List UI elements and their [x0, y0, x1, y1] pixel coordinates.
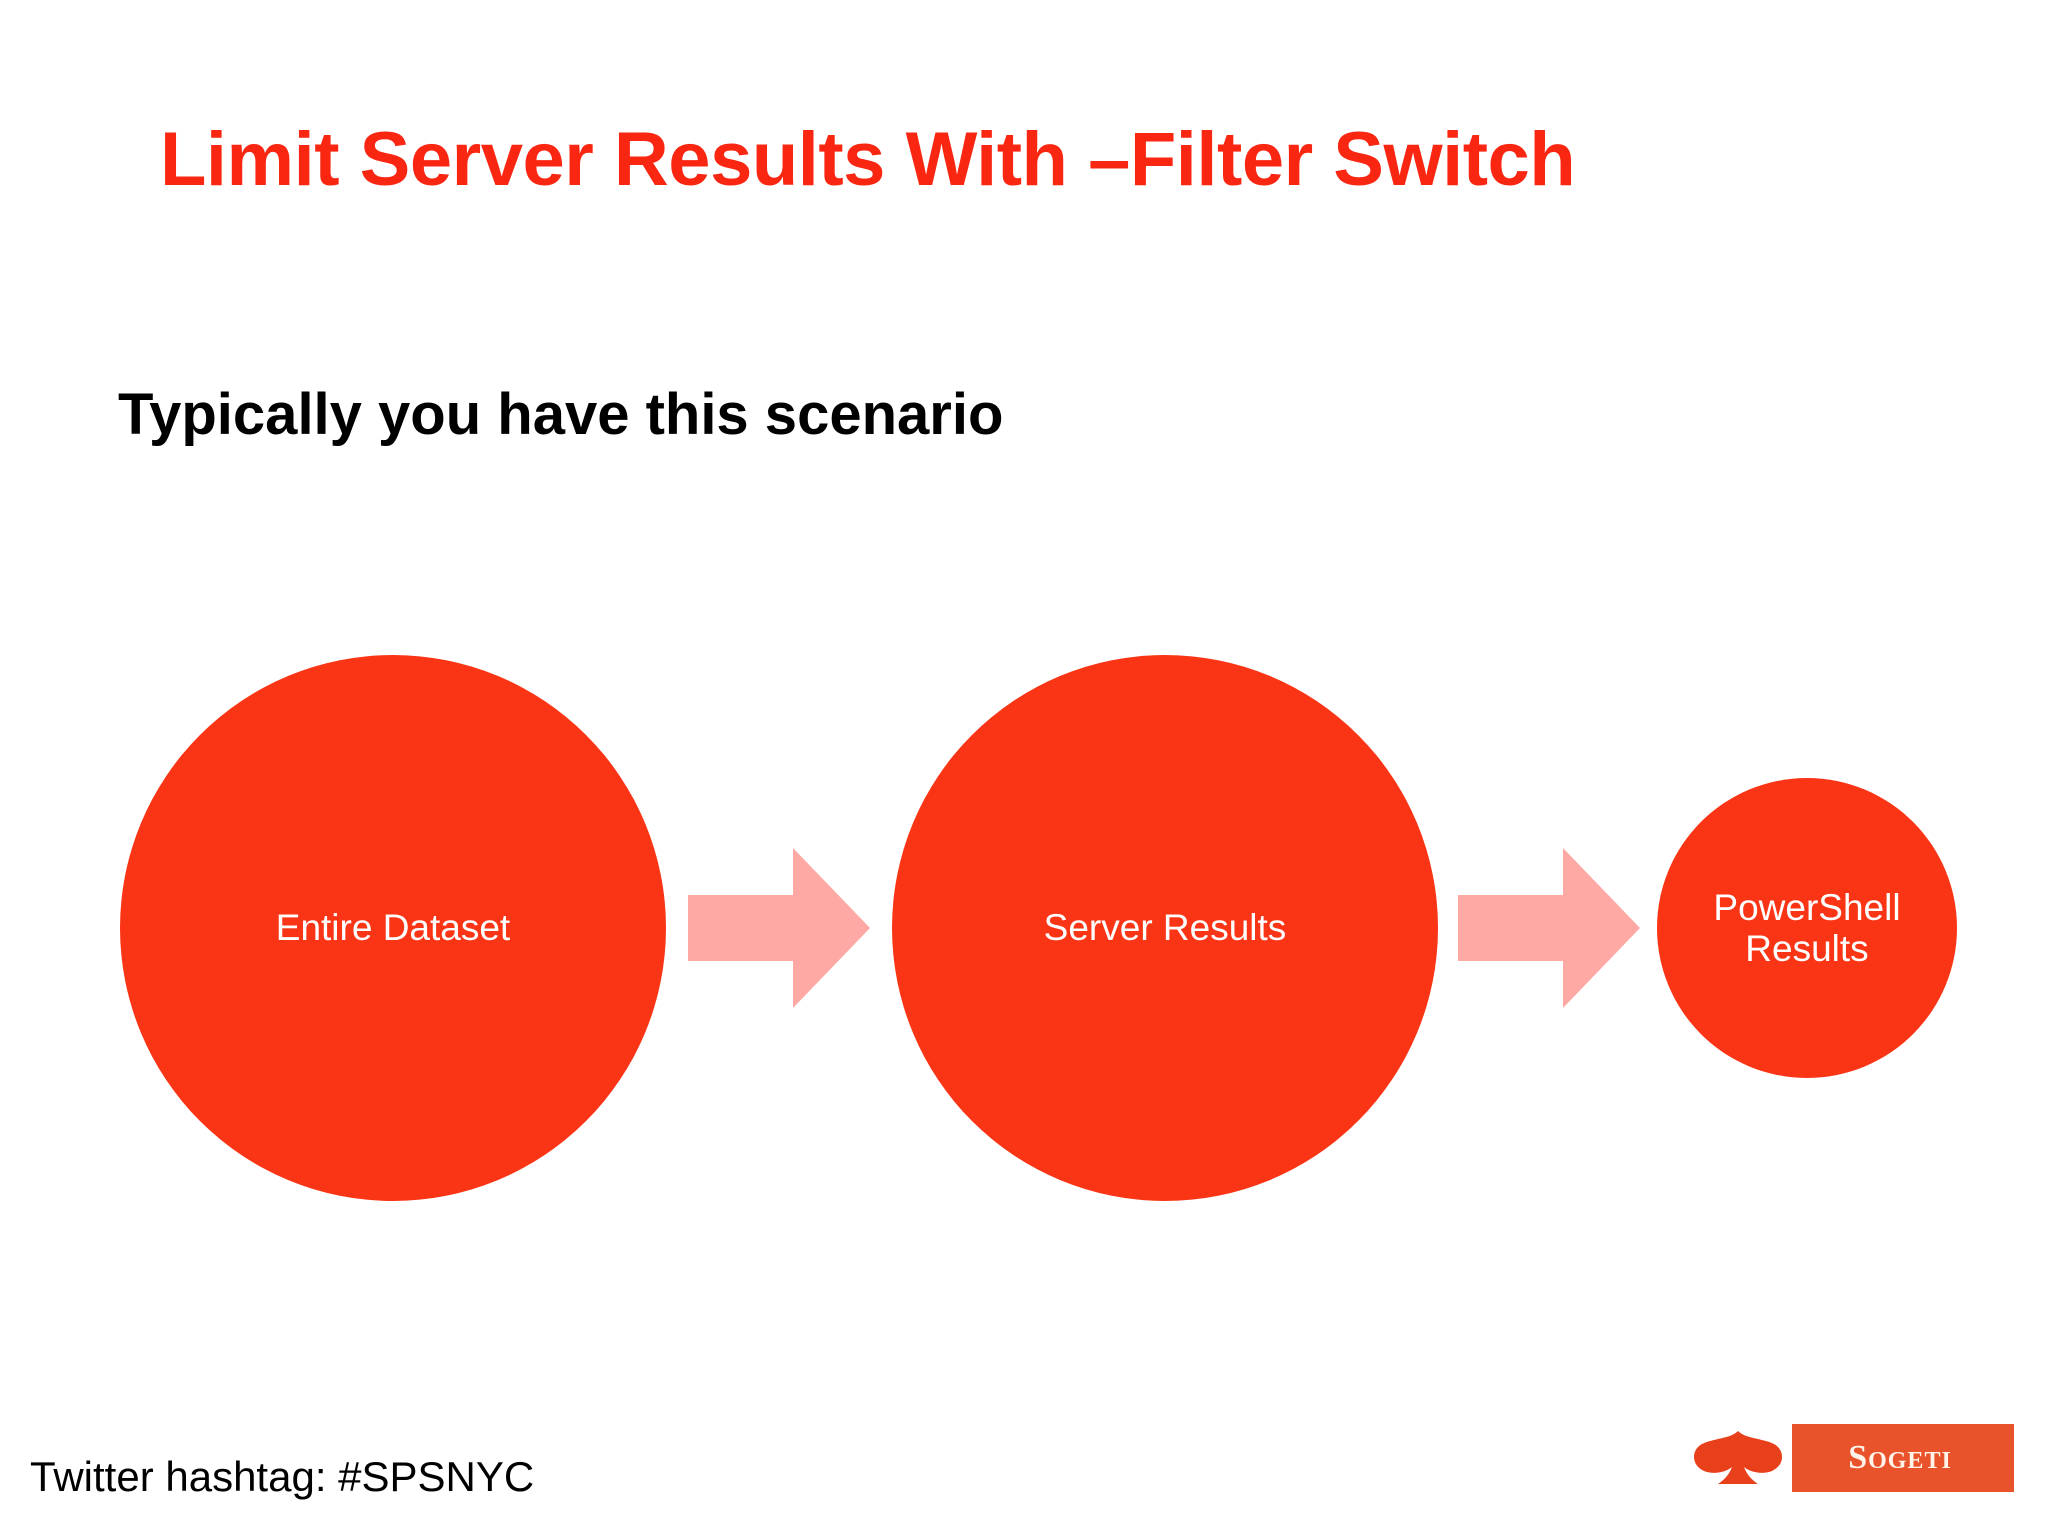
- arrow-right-block-icon: [1458, 848, 1640, 1008]
- sogeti-logo: Sogeti: [1684, 1424, 2014, 1492]
- diagram-node-entire-dataset: Entire Dataset: [120, 655, 666, 1201]
- sogeti-wordmark: Sogeti: [1848, 1439, 1952, 1476]
- diagram-node-label: PowerShell Results: [1713, 886, 1901, 969]
- slide-subtitle: Typically you have this scenario: [118, 382, 1004, 447]
- arrow-right-block-icon: [688, 848, 870, 1008]
- footer-hashtag: Twitter hashtag: #SPSNYC: [30, 1453, 535, 1500]
- diagram-node-server-results: Server Results: [892, 655, 1438, 1201]
- diagram-node-label: Server Results: [1043, 907, 1287, 949]
- diagram-node-powershell-results: PowerShell Results: [1657, 778, 1957, 1078]
- diagram-node-label: Entire Dataset: [275, 907, 511, 949]
- page-title: Limit Server Results With –Filter Switch: [160, 117, 1576, 202]
- sogeti-spade-icon: [1684, 1424, 1792, 1492]
